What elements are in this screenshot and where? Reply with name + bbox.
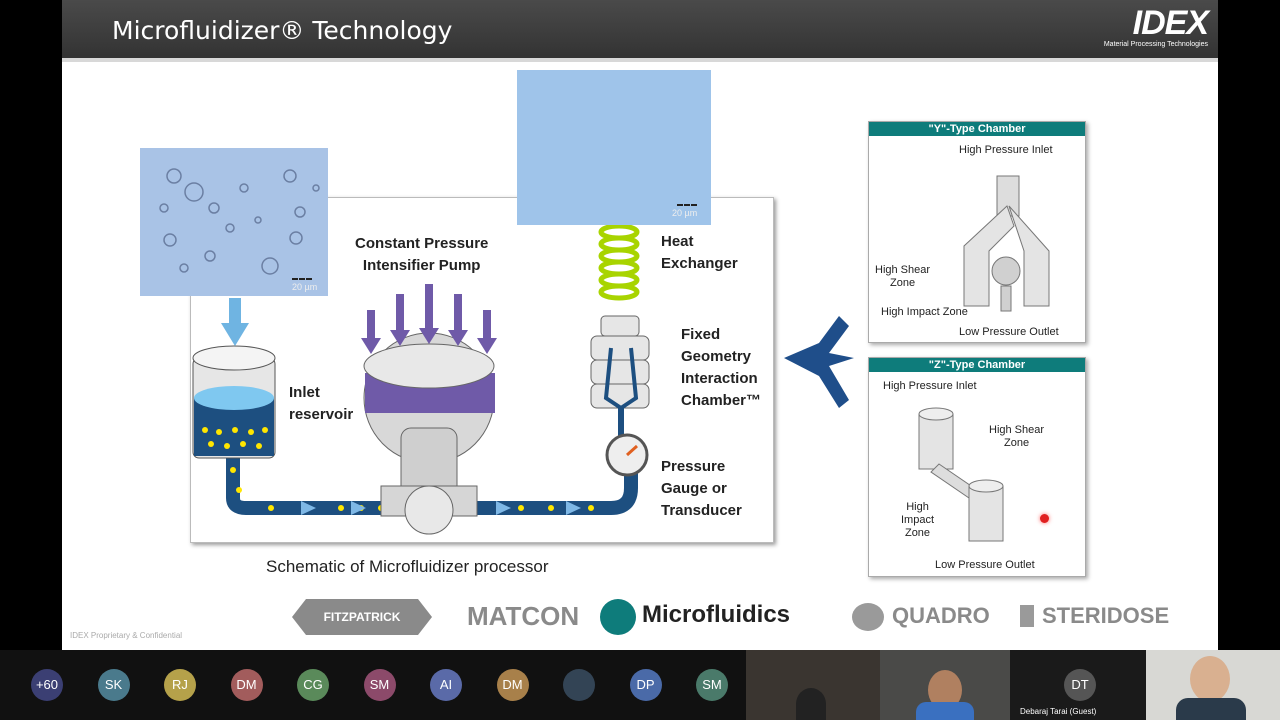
slide-title: Microfluidizer® Technology (112, 16, 453, 45)
participant-avatar[interactable]: CG (297, 669, 329, 701)
z-shear-line2: Zone (1003, 437, 1030, 449)
y-chamber-outlet: Low Pressure Outlet (959, 326, 1059, 338)
inlet-label-line2: reservoir (289, 406, 354, 423)
chamber-label-line4: Chamber™ (681, 392, 762, 409)
participant-avatar[interactable]: SK (97, 669, 130, 701)
z-chamber-title: "Z"-Type Chamber (869, 358, 1085, 372)
pressure-gauge-label: Pressure Gauge or Transducer (661, 456, 742, 522)
heat-label-line2: Exchanger (661, 255, 738, 272)
z-chamber-shear: High Shear Zone (989, 424, 1044, 450)
inlet-label-line1: Inlet (289, 384, 320, 401)
participant-avatar[interactable]: RJ (164, 669, 196, 701)
slide-title-bar: Microfluidizer® Technology IDEX Material… (62, 0, 1218, 62)
micrograph-after: 20 µm (517, 70, 711, 225)
video-tile-guest[interactable]: DT Debaraj Tarai (Guest) (1010, 650, 1146, 720)
micrograph-before: 20 µm (140, 148, 328, 296)
video-tile-2[interactable] (880, 650, 1010, 720)
video-person-4-shirt (1176, 698, 1246, 720)
participant-avatar[interactable]: DM (230, 669, 263, 701)
fitzpatrick-logo: FITZPATRICK (292, 599, 432, 635)
gauge-label-line3: Transducer (661, 502, 742, 519)
video-person-4 (1190, 656, 1230, 702)
z-impact-line2: Impact (901, 514, 935, 526)
z-impact-line1: High (906, 501, 929, 513)
heat-label-line1: Heat (661, 233, 694, 250)
y-chamber-inlet: High Pressure Inlet (959, 144, 1053, 156)
y-shear-line2: Zone (889, 277, 916, 289)
inlet-reservoir-label: Inlet reservoir (289, 382, 353, 426)
chamber-label-line2: Geometry (681, 348, 752, 365)
video-tile-4[interactable] (1146, 650, 1280, 720)
participant-avatar[interactable] (563, 669, 595, 701)
microfluidics-logo: Microfluidics (642, 601, 791, 628)
participant-avatar[interactable]: DP (629, 669, 662, 701)
guest-name: Debaraj Tarai (Guest) (1020, 707, 1097, 716)
fitzpatrick-text: FITZPATRICK (323, 610, 401, 624)
pump-label-line1: Constant Pressure (355, 235, 489, 252)
z-chamber-impact: High Impact Zone (901, 501, 934, 540)
heat-exchanger-label: Heat Exchanger (661, 231, 738, 275)
scale-text-after: 20 µm (672, 208, 698, 218)
y-chamber-impact: High Impact Zone (881, 306, 968, 318)
microfluidics-swirl-icon (600, 599, 636, 635)
gauge-label-line2: Gauge or (661, 480, 727, 497)
z-chamber-outlet: Low Pressure Outlet (935, 559, 1035, 571)
scale-bar-before (292, 278, 312, 280)
participant-avatar[interactable]: AI (430, 669, 462, 701)
y-chamber-drawing (963, 175, 1050, 312)
participant-avatar[interactable]: SM (363, 669, 396, 701)
z-type-chamber-panel: "Z"-Type Chamber High Pressure Inlet Hig… (868, 357, 1086, 577)
chamber-label-line1: Fixed (681, 326, 721, 343)
scale-text-before: 20 µm (292, 282, 318, 292)
matcon-logo: MATCON (467, 601, 580, 631)
processor-schematic: Constant Pressure Intensifier Pump Heat … (190, 197, 774, 543)
video-person-1 (796, 688, 826, 720)
steridose-logo: STERIDOSE (1042, 603, 1170, 628)
interaction-chamber-label: Fixed Geometry Interaction Chamber™ (681, 324, 761, 412)
z-shear-line1: High Shear (989, 424, 1045, 436)
quadro-logo: QUADRO (892, 603, 990, 628)
z-chamber-drawing (918, 407, 1004, 542)
quadro-icon (852, 603, 884, 631)
gauge-label-line1: Pressure (661, 458, 726, 475)
laser-pointer (1040, 514, 1049, 523)
y-type-chamber-panel: "Y"-Type Chamber High Pressure Inlet Hig… (868, 121, 1086, 343)
video-person-2-shirt (916, 702, 974, 720)
idex-logo-mark: IDEX (1132, 4, 1209, 42)
steridose-icon (1020, 605, 1034, 627)
guest-avatar: DT (1064, 669, 1096, 701)
participant-avatar[interactable]: DM (496, 669, 529, 701)
chamber-label-line3: Interaction (681, 370, 758, 387)
y-shear-line1: High Shear (875, 264, 931, 276)
participant-avatar[interactable]: +60 (31, 669, 63, 701)
y-chamber-shear: High Shear Zone (875, 264, 930, 290)
idex-logo: IDEX Material Processing Technologies (1088, 4, 1209, 54)
confidential-footer: IDEX Proprietary & Confidential (70, 631, 183, 640)
pump-label: Constant Pressure Intensifier Pump (355, 233, 488, 277)
scale-bar-after (677, 204, 697, 206)
z-chamber-inlet: High Pressure Inlet (883, 380, 977, 392)
y-chamber-title: "Y"-Type Chamber (869, 122, 1085, 136)
droplets-image (159, 168, 320, 275)
split-arrow-icon (784, 316, 854, 408)
schematic-drawing (192, 223, 650, 535)
slide: Microfluidizer® Technology IDEX Material… (62, 0, 1218, 650)
brand-logos: FITZPATRICK MATCON Microfluidics QUADRO … (292, 595, 1172, 639)
z-impact-line3: Zone (904, 527, 931, 539)
pump-label-line2: Intensifier Pump (362, 257, 481, 274)
idex-logo-subtitle: Material Processing Technologies (1103, 41, 1208, 48)
schematic-caption: Schematic of Microfluidizer processor (266, 557, 549, 576)
video-tile-1[interactable] (746, 650, 880, 720)
participant-avatar[interactable]: SM (696, 669, 728, 701)
